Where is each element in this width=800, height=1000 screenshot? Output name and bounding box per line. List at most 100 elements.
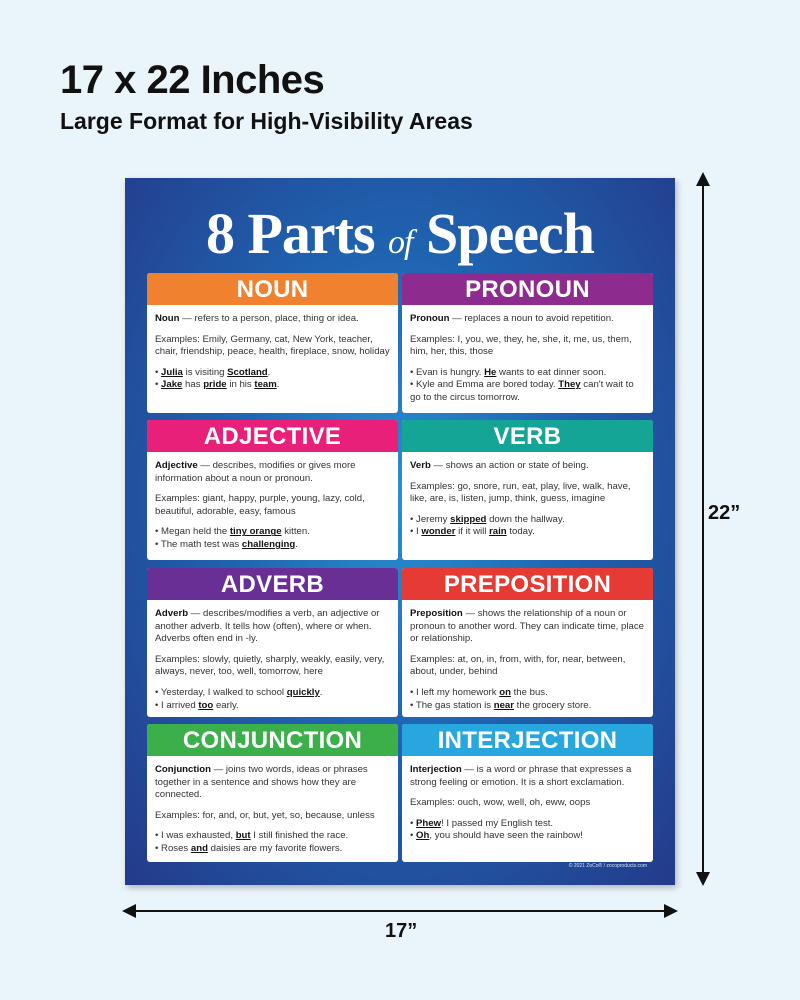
sentence-segment: . — [267, 366, 271, 378]
example-sentence: • Roses and daisies are my favorite flow… — [155, 843, 390, 856]
sentence-segment: tiny orange — [229, 526, 282, 538]
sentence-segment: on — [499, 686, 511, 698]
sentence-segment: skipped — [450, 513, 487, 525]
definition: Pronoun — replaces a noun to avoid repet… — [410, 313, 614, 324]
sentence-segment: near — [493, 699, 514, 711]
card-heading: NOUN — [147, 273, 398, 305]
sentence-segment: Scotland — [227, 366, 268, 378]
sentence-segment: Oh — [416, 830, 430, 842]
card-noun: NOUN Noun — refers to a person, place, th… — [147, 273, 398, 413]
sentence-segment: • — [155, 366, 162, 378]
examples: Examples: giant, happy, purple, young, l… — [155, 493, 365, 517]
card-heading: ADVERB — [147, 568, 398, 600]
copyright: © 2021 ZoCo® / zocoproducts.com — [568, 863, 647, 869]
sentence-segment: • — [155, 379, 162, 391]
sentence-segment: He — [484, 366, 497, 378]
sentence-segment: can't wait to go to the circus tomorrow. — [410, 379, 634, 403]
sentence-segment: and — [190, 842, 208, 854]
definition: Preposition — shows the relationship of … — [410, 608, 644, 645]
sentence-segment: team — [254, 379, 277, 391]
sentence-segment: Jake — [161, 379, 183, 391]
example-sentence: • Evan is hungry. He wants to eat dinner… — [410, 367, 645, 380]
example-sentence: • I wonder if it will rain today. — [410, 526, 645, 539]
arrow-up-icon — [696, 172, 710, 186]
definition: Noun — refers to a person, place, thing … — [155, 313, 359, 324]
examples: Examples: slowly, quietly, sharply, weak… — [155, 653, 385, 678]
example-sentence: • Jeremy skipped down the hallway. — [410, 514, 645, 527]
sentence-segment: Julia — [161, 366, 183, 378]
example-sentence: • I arrived too early. — [155, 700, 390, 713]
sentence-segment: • Kyle and Emma are bored today. — [410, 379, 559, 391]
sentence-segment: Phew — [416, 817, 442, 829]
sentence-segment: I still finished the race. — [250, 830, 349, 842]
sentence-segment: wants to eat dinner soon. — [496, 366, 607, 378]
sentence-segment: • Roses — [155, 842, 191, 854]
sentence-segment: rain — [489, 526, 507, 538]
card-heading: ADJECTIVE — [147, 420, 398, 452]
card-heading: VERB — [402, 420, 653, 452]
example-sentence: • Phew! I passed my English test. — [410, 818, 645, 831]
sentence-segment: down the hallway. — [486, 513, 565, 525]
height-label: 22” — [708, 502, 741, 524]
sentence-segment: today. — [506, 526, 535, 538]
sentence-segment: has — [182, 379, 204, 391]
example-sentence: • I left my homework on the bus. — [410, 687, 645, 700]
arrow-down-icon — [696, 872, 710, 886]
sentence-segment: • The math test was — [155, 538, 242, 550]
sentence-segment: the grocery store. — [513, 699, 592, 711]
card-conjunction: CONJUNCTION Conjunction — joins two words… — [147, 724, 398, 862]
sentence-segment: • I was exhausted, — [155, 830, 236, 842]
sentence-segment: • I arrived — [155, 699, 199, 711]
example-sentence: • I was exhausted, but I still finished … — [155, 830, 390, 843]
sentence-segment: , you should have seen the rainbow! — [429, 830, 583, 842]
sentence-segment: • Evan is hungry. — [410, 366, 485, 378]
sentence-segment: is visiting — [182, 366, 228, 378]
width-label: 17” — [385, 920, 418, 942]
sentence-segment: • I — [410, 526, 422, 538]
sentence-segment: . — [319, 686, 323, 698]
sentence-segment: pride — [203, 379, 227, 391]
sentence-segment: • Jeremy — [410, 513, 451, 525]
sentence-segment: daisies are my favorite flowers. — [207, 842, 343, 854]
sentence-segment: if it will — [455, 526, 490, 538]
card-pronoun: PRONOUN Pronoun — replaces a noun to avoi… — [402, 273, 653, 413]
sentence-segment: • I left my homework — [410, 686, 500, 698]
example-sentence: • Megan held the tiny orange kitten. — [155, 526, 390, 539]
card-heading: CONJUNCTION — [147, 724, 398, 756]
poster-title: 8 Parts of Speech — [205, 201, 595, 266]
example-sentence: • The math test was challenging. — [155, 539, 390, 552]
sentence-segment: • Megan held the — [155, 526, 230, 538]
examples: Examples: ouch, wow, well, oh, eww, oops — [410, 797, 591, 809]
sentence-segment: . — [295, 538, 298, 550]
page-title: 17 x 22 Inches — [60, 58, 325, 102]
examples: Examples: I, you, we, they, he, she, it,… — [410, 333, 632, 358]
sentence-segment: but — [235, 830, 251, 842]
examples: Examples: go, snore, run, eat, play, liv… — [410, 480, 631, 505]
sentence-segment: • The gas station is — [410, 699, 494, 711]
card-heading: PRONOUN — [402, 273, 653, 305]
sentence-segment: quickly — [286, 686, 320, 698]
examples: Examples: Emily, Germany, cat, New York,… — [155, 333, 390, 358]
sentence-segment: . — [276, 379, 280, 391]
sentence-segment: wonder — [421, 526, 456, 538]
definition: Conjunction — joins two words, ideas or … — [155, 764, 368, 801]
example-sentence: • Julia is visiting Scotland. — [155, 367, 390, 380]
sentence-segment: in his — [226, 379, 255, 391]
sentence-segment: the bus. — [510, 686, 548, 698]
sentence-segment: They — [558, 379, 581, 391]
sentence-segment: early. — [213, 699, 239, 711]
examples: Examples: at, on, in, from, with, for, n… — [410, 653, 626, 678]
example-sentence: • Kyle and Emma are bored today. They ca… — [410, 379, 645, 404]
definition: Interjection — is a word or phrase that … — [410, 764, 632, 788]
sentence-segment: too — [198, 699, 214, 711]
definition: Adverb — describes/modifies a verb, an a… — [155, 608, 380, 645]
poster: 8 Parts of Speech NOUN Noun — refers to a… — [125, 178, 675, 885]
example-sentence: • Oh, you should have seen the rainbow! — [410, 830, 645, 843]
sentence-segment: challenging — [241, 538, 296, 550]
card-adverb: ADVERB Adverb — describes/modifies a verb… — [147, 568, 398, 717]
arrow-left-icon — [122, 904, 136, 918]
